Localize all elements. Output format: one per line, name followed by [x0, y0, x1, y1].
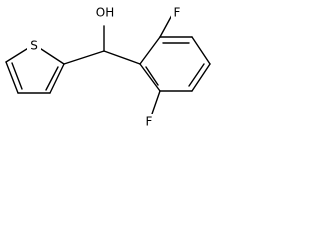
- bond-c4-c5: [5, 61, 19, 94]
- bond-ph-c1-c2: [139, 36, 161, 65]
- atom-labels: OH S F F: [27, 5, 183, 130]
- bond-ph-f-top: [159, 14, 173, 38]
- chemical-structure-diagram: OH S F F: [5, 5, 211, 130]
- bond-ph-c4-c5: [191, 63, 211, 92]
- bond-c2-c3-double: [45, 66, 59, 91]
- bond-ph-c6-c1-double: [145, 66, 159, 86]
- bond-c2-central: [63, 50, 105, 65]
- bond-s-c2: [37, 46, 65, 65]
- atom-label-s: S: [30, 39, 38, 53]
- bond-c2-c3: [49, 63, 65, 94]
- central-carbon-bonds: [63, 25, 141, 65]
- bond-c4-c5-double: [11, 62, 23, 90]
- atom-label-f-top: F: [174, 6, 181, 20]
- atom-label-oh: OH: [96, 6, 114, 20]
- bond-ph-c3-c4: [191, 36, 211, 65]
- atom-label-f-bottom: F: [146, 115, 153, 129]
- phenyl-ring: [139, 36, 211, 92]
- thiophene-ring: [5, 46, 65, 94]
- structure-canvas: OH S F F: [0, 0, 212, 137]
- bond-ph-c6-c1: [139, 63, 161, 92]
- bond-c5-s: [5, 46, 31, 63]
- bond-ph-c4-c5-double: [188, 63, 205, 87]
- bond-central-phenyl: [103, 50, 141, 65]
- bond-ph-f-bottom: [151, 90, 161, 115]
- fluorine-bonds: [151, 14, 173, 115]
